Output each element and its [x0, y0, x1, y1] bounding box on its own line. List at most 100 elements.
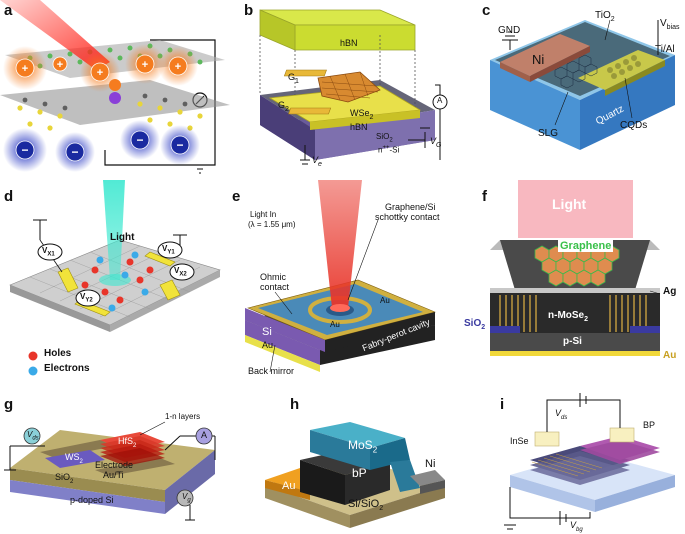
panel-label-a: a	[4, 2, 13, 19]
label-si: p-doped Si	[70, 495, 114, 505]
svg-text:+: +	[175, 61, 181, 73]
label-vbg: Vbg	[570, 520, 583, 533]
panel-i-illustration	[504, 393, 675, 530]
label-sio2: SiO2	[376, 132, 393, 144]
label-mos2: MoS2	[348, 438, 378, 455]
label-inse: InSe	[510, 436, 529, 446]
panel-a: a	[0, 0, 230, 180]
label-hbn-bottom: hBN	[350, 122, 368, 132]
electrons-legend-dot	[28, 366, 38, 376]
svg-text:+: +	[97, 67, 103, 79]
label-light: Light	[110, 232, 135, 243]
label-au-1: Au	[380, 296, 390, 305]
panel-label-g: g	[4, 396, 14, 413]
label-ohmic-1: Ohmic	[260, 272, 287, 282]
label-light: Light	[552, 196, 587, 212]
panel-label-d: d	[4, 188, 14, 205]
label-vbias: Vbias	[660, 18, 680, 31]
holes-legend-dot	[28, 351, 38, 361]
label-hbn-top: hBN	[340, 38, 358, 48]
label-hfs2: HfS2	[118, 436, 137, 449]
ammeter-icon	[432, 94, 448, 110]
label-back-mirror: Back mirror	[248, 366, 295, 376]
panel-c-illustration	[490, 19, 675, 150]
label-tial: Ti/Al	[655, 44, 675, 55]
label-vy2: VY2	[80, 292, 93, 304]
panel-c: c GND Ni TiO2 Vbia	[460, 0, 685, 180]
panel-label-i: i	[500, 396, 505, 413]
label-cqds: CQDs	[620, 120, 648, 131]
label-au: Au	[663, 350, 677, 361]
label-layers: 1-n layers	[165, 412, 201, 421]
svg-text:+: +	[22, 63, 28, 75]
panel-i: i Vds BP InSe Vbg	[460, 380, 685, 534]
label-au-bottom: Au	[262, 340, 274, 350]
label-schottky-1: Graphene/Si	[385, 202, 436, 212]
label-au: Au	[282, 480, 296, 492]
label-au-2: Au	[330, 320, 340, 329]
label-light-in: Light In	[250, 210, 277, 219]
panel-label-b: b	[244, 2, 254, 19]
label-ni: Ni	[425, 458, 436, 470]
panel-label-c: c	[482, 2, 491, 19]
label-vg: Vg	[182, 492, 191, 504]
panel-e-illustration	[245, 180, 436, 373]
label-n-mose2: n-MoSe2	[548, 310, 589, 323]
label-wavelength: (λ = 1.55 μm)	[248, 220, 296, 229]
panel-f-illustration	[490, 180, 661, 356]
label-ammeter: A	[201, 430, 208, 440]
label-auti: Au/Ti	[103, 470, 124, 480]
label-vg: VG	[430, 136, 442, 149]
label-vx1: VX1	[42, 246, 55, 258]
panel-label-h: h	[290, 396, 300, 413]
label-schottky-2: schottky contact	[375, 212, 440, 222]
panel-label-e: e	[232, 188, 241, 205]
label-ohmic-2: contact	[260, 282, 290, 292]
label-sio2: SiO2	[55, 472, 74, 485]
label-sio2: SiO2	[464, 318, 486, 331]
panel-h-illustration	[265, 422, 445, 528]
label-si: n++-Si	[378, 145, 400, 155]
label-vds: Vds	[27, 430, 39, 442]
label-vy1: VY1	[162, 244, 175, 256]
label-wse2: WSe2	[350, 108, 374, 121]
label-holes: Holes	[44, 348, 72, 359]
panel-d: d	[0, 180, 230, 380]
label-bp: bP	[352, 466, 367, 480]
svg-text:−: −	[136, 133, 143, 147]
label-ve: Ve	[312, 155, 322, 168]
label-g2: G2	[278, 100, 289, 113]
panel-a-illustration: + + + + + − − − −	[0, 0, 230, 174]
svg-text:−: −	[176, 138, 183, 152]
label-p-si: p-Si	[563, 336, 582, 347]
panel-b-illustration	[259, 9, 448, 165]
panel-label-f: f	[482, 188, 487, 205]
label-ws2: WS2	[65, 452, 83, 465]
panel-g-illustration	[4, 421, 216, 521]
panel-h: h MoS2 bP Ni Au Si/SiO2	[230, 380, 460, 534]
panel-e: e Light In (λ = 1.55 μm) Graphene/Si sch…	[230, 180, 460, 380]
panel-g: g Vds 1-n layers HfS2	[0, 380, 230, 534]
panel-b: b hBN G1 G2	[230, 0, 460, 180]
svg-text:+: +	[57, 59, 63, 71]
label-graphene: Graphene	[558, 240, 614, 252]
panel-f: f Light Graphene Ag SiO2 n-MoSe2 p-Si	[460, 180, 685, 380]
label-ammeter: A	[437, 96, 443, 105]
label-gnd: GND	[498, 25, 521, 36]
label-ni: Ni	[532, 52, 545, 67]
label-electrode: Electrode	[95, 460, 134, 470]
label-g1: G1	[288, 72, 299, 85]
label-ag: Ag	[663, 286, 677, 297]
svg-text:+: +	[142, 59, 148, 71]
label-vds: Vds	[555, 408, 568, 421]
panel-d-illustration	[9, 180, 221, 376]
svg-text:−: −	[21, 143, 28, 157]
label-tio2: TiO2	[595, 10, 615, 23]
label-slg: SLG	[538, 128, 559, 139]
label-substrate: Si/SiO2	[348, 498, 384, 513]
label-vx2: VX2	[174, 266, 187, 278]
label-bp: BP	[643, 420, 656, 430]
label-electrons: Electrons	[44, 363, 90, 374]
svg-text:−: −	[71, 145, 78, 159]
label-si: Si	[262, 326, 272, 338]
